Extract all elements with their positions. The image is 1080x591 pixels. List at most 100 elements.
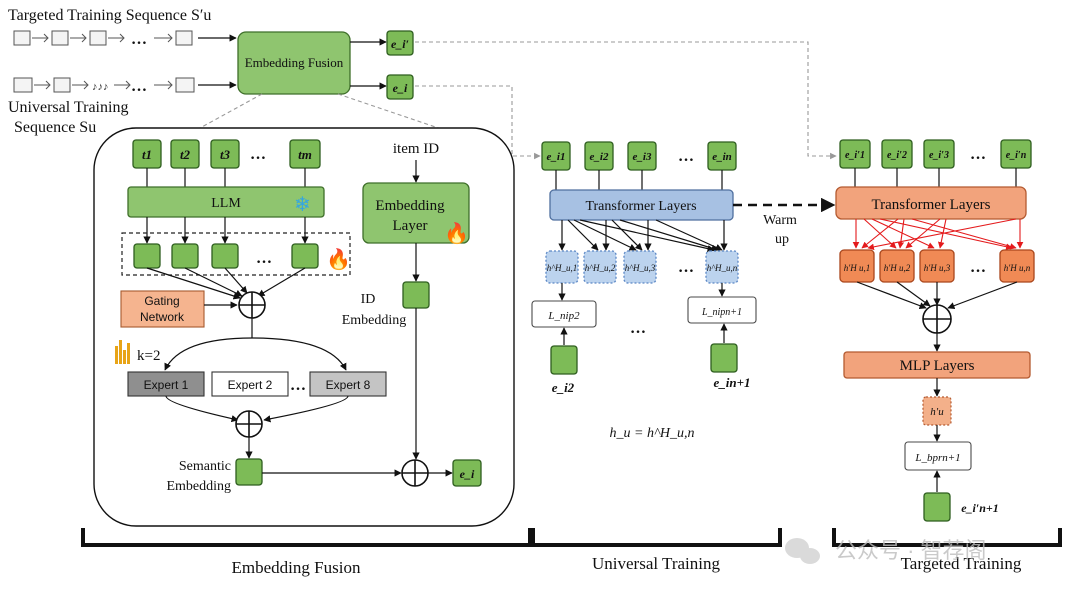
music-note-icon: ♪♪♪ — [92, 81, 109, 93]
e-i-prime-output — [386, 30, 414, 56]
targeted-seq-ellipsis: … — [131, 31, 147, 48]
id-embedding-square — [402, 281, 430, 309]
t-input-ellipsis: … — [970, 146, 986, 163]
u-input-1: e_i1 — [547, 151, 566, 163]
bar-chart-icon — [115, 340, 130, 364]
semantic-label-1: Semantic — [179, 459, 231, 474]
item-id-label: item ID — [393, 141, 439, 157]
llm-block — [127, 186, 325, 218]
token-ellipsis: … — [250, 146, 266, 163]
experts-ellipsis: … — [290, 377, 306, 394]
adapter-ellipsis: … — [256, 250, 272, 267]
hu-formula: h_u = h^H_u,n — [610, 426, 695, 441]
loss-nipn1-label: L_nipn+1 — [701, 307, 742, 318]
universal-input-squares — [541, 141, 737, 171]
token-tm: tm — [298, 147, 312, 162]
embedding-fusion-box — [237, 31, 351, 95]
t-hidden-2: h′H u,2 — [884, 263, 911, 273]
e-i-prime-label: e_i′ — [391, 37, 409, 51]
universal-transformer-label: Transformer Layers — [585, 199, 696, 214]
gating-label-2: Network — [140, 310, 185, 324]
id-embedding-label-1: ID — [361, 292, 376, 307]
t-input-3: e_i′3 — [929, 150, 949, 161]
u-input-2: e_i2 — [590, 151, 609, 163]
target-e-i2-square — [550, 345, 578, 375]
loss-ellipsis: … — [630, 320, 646, 337]
loss-bpr-label: L_bprn+1 — [914, 452, 960, 464]
t-input-1: e_i′1 — [845, 150, 865, 161]
universal-sequence-icons — [13, 77, 195, 93]
expert-8-box — [309, 371, 387, 397]
semantic-embedding-square — [235, 458, 263, 486]
sum-node-2 — [235, 410, 263, 438]
u-input-n: e_in — [712, 151, 732, 163]
expert-1-label: Expert 1 — [144, 378, 189, 392]
adapter-row — [121, 232, 351, 276]
universal-hidden-states — [545, 250, 739, 284]
expert-8-label: Expert 8 — [326, 378, 371, 392]
t-hidden-n: h′H u,n — [1004, 263, 1031, 273]
bracket-targeted-label: Targeted Training — [901, 554, 1022, 573]
bracket-embedding-fusion-label: Embedding Fusion — [232, 558, 361, 577]
target-e-i2-label: e_i2 — [552, 380, 575, 395]
u-input-ellipsis: … — [678, 148, 694, 165]
t-hidden-1: h′H u,1 — [844, 263, 870, 273]
top-k-label: k=2 — [137, 348, 160, 364]
watermark-text: 公众号 · 智荐阁 — [835, 538, 987, 563]
gating-label-1: Gating — [144, 294, 179, 308]
gating-network-box — [120, 290, 205, 328]
e-i-output — [386, 74, 414, 100]
t-input-n: e_i′n — [1006, 150, 1027, 161]
id-embedding-label-2: Embedding — [342, 313, 407, 328]
flame-icon: 🔥 — [326, 247, 351, 271]
universal-sequence-label-2: Sequence Su — [14, 119, 96, 136]
llm-label: LLM — [211, 196, 241, 211]
embedding-layer-label-2: Layer — [393, 218, 428, 234]
universal-sequence-label-1: Universal Training — [8, 99, 128, 116]
bracket-universal-label: Universal Training — [592, 554, 720, 573]
warmup-label-2: up — [775, 232, 789, 247]
mlp-layers-label: MLP Layers — [900, 358, 975, 374]
target-e-in1-label: e_in+1 — [713, 375, 750, 390]
u-hidden-n: h^H_u,n — [707, 263, 738, 273]
targeted-target-label: e_i′n+1 — [961, 501, 999, 515]
bracket-embedding-fusion — [81, 528, 532, 547]
token-t1: t1 — [142, 147, 152, 162]
flame-icon-2: 🔥 — [444, 221, 469, 245]
loss-nipn1-box — [687, 296, 757, 324]
universal-seq-ellipsis: … — [131, 78, 147, 95]
loss-nip2-box — [531, 300, 597, 328]
e-i-label: e_i — [393, 81, 408, 95]
token-t3: t3 — [220, 147, 231, 162]
warmup-label: Warm — [763, 213, 797, 228]
t-hidden-3: h′H u,3 — [924, 263, 951, 273]
targeted-attention-arrows — [852, 218, 1024, 251]
embedding-layer-label-1: Embedding — [375, 198, 445, 214]
u-input-3: e_i3 — [633, 151, 652, 163]
sum-node-1 — [238, 291, 266, 319]
u-hidden-3: h^H_u,3 — [625, 263, 656, 273]
targeted-sequence-label: Targeted Training Sequence S′u — [8, 7, 211, 24]
wechat-icon — [785, 538, 820, 564]
t-hidden-ellipsis: … — [970, 259, 986, 276]
targeted-transformer-label: Transformer Layers — [872, 197, 991, 213]
embedding-fusion-box-label: Embedding Fusion — [245, 55, 344, 70]
targeted-sequence-icons — [13, 30, 193, 46]
h-prime-u-label: h′u — [930, 406, 944, 418]
item-embedding-output — [452, 459, 482, 487]
universal-attention-arrows — [558, 219, 728, 253]
u-hidden-2: h^H_u,2 — [585, 263, 616, 273]
token-t2: t2 — [180, 147, 191, 162]
bracket-universal — [531, 528, 782, 547]
bracket-targeted — [832, 528, 1062, 547]
loss-bpr-box — [904, 441, 972, 471]
targeted-input-squares — [839, 139, 1032, 169]
expert-2-box — [211, 371, 289, 397]
sum-node-3 — [401, 459, 429, 487]
t-input-2: e_i′2 — [887, 150, 907, 161]
targeted-target-square — [923, 492, 951, 522]
loss-nip2-label: L_nip2 — [547, 310, 580, 322]
u-hidden-1: h^H_u,1 — [547, 263, 578, 273]
expert-1-box — [127, 371, 205, 397]
